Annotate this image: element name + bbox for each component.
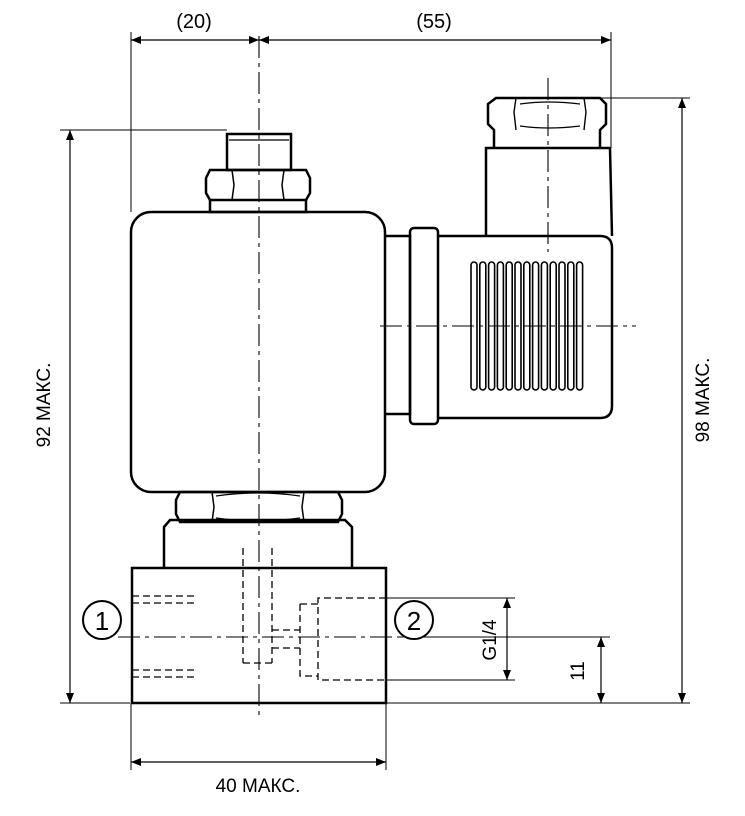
port-1-marker: 1 (82, 600, 122, 640)
hidden-passages (132, 548, 386, 681)
connector-plug (385, 96, 614, 426)
solenoid-coil (129, 210, 387, 494)
grip-slot (549, 261, 558, 391)
top-hex-nut (204, 132, 312, 214)
dim-right-height-label: 98 МАКС. (693, 358, 714, 443)
port-2-marker: 2 (394, 600, 434, 640)
port-1-label: 1 (95, 606, 109, 636)
port-height-label: 11 (568, 661, 589, 681)
dim-top-right-label: (55) (416, 11, 452, 33)
extension-lines (60, 32, 690, 770)
dim-bottom-width-label: 40 МАКС. (216, 776, 301, 797)
dimension-lines (66, 36, 686, 766)
port-2-label: 2 (407, 606, 421, 636)
dim-top-left-label: (20) (176, 11, 212, 33)
center-lines (118, 36, 636, 718)
thread-size-label: G1/4 (480, 619, 501, 661)
dim-left-height-label: 92 МАКС. (34, 363, 55, 448)
